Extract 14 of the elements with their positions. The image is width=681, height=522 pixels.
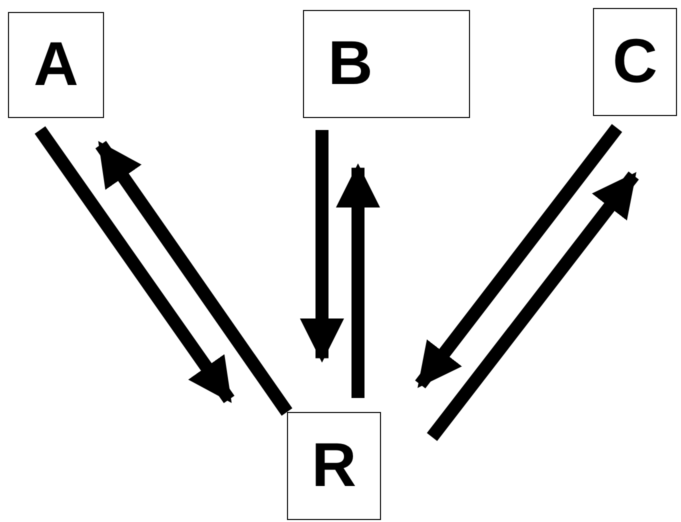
arrow (426, 172, 639, 441)
node-label: R (312, 435, 356, 497)
arrow (300, 130, 344, 363)
node-label: A (34, 34, 78, 96)
process-box (8, 12, 104, 118)
arrow (336, 163, 380, 398)
process-box (593, 8, 677, 116)
arrow (95, 140, 292, 416)
process-box (287, 412, 381, 520)
process-box (303, 10, 470, 118)
node-label: B (328, 33, 373, 95)
arrow (415, 124, 622, 388)
node-label: C (612, 31, 658, 93)
arrow (34, 126, 234, 404)
